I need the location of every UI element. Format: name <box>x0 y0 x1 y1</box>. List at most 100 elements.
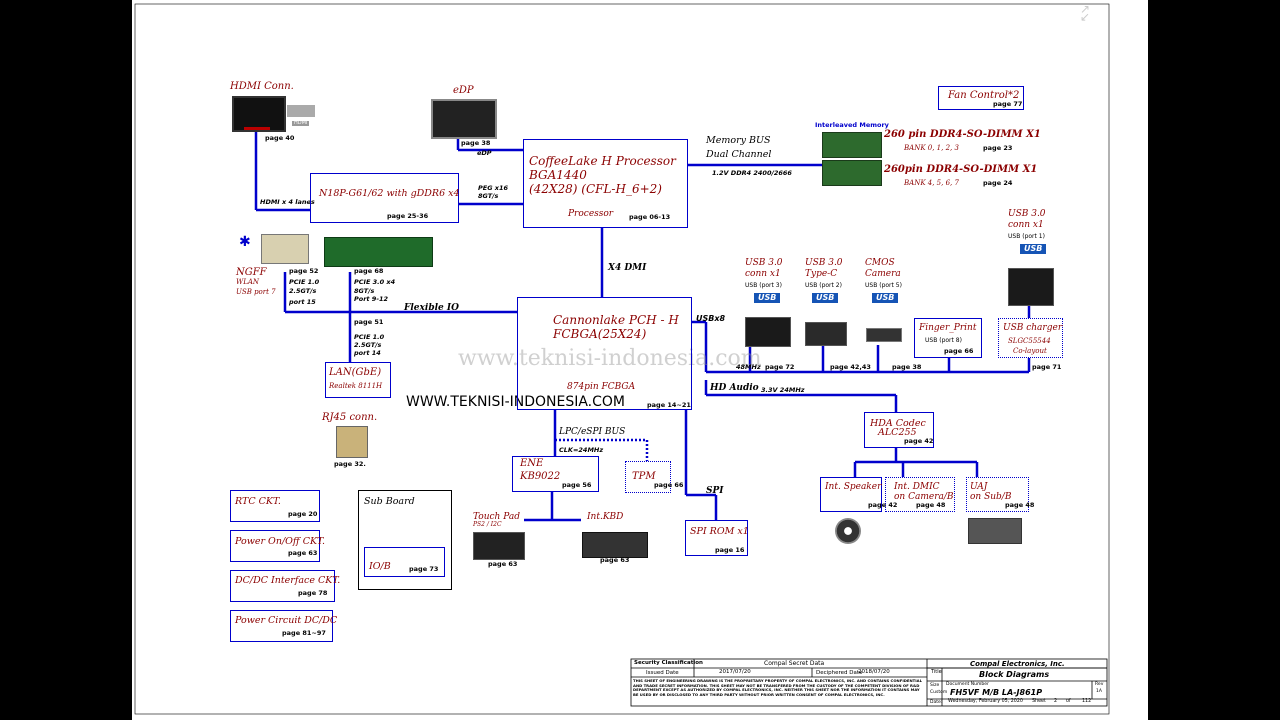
memory-bus-label: Memory BUS <box>706 135 771 146</box>
finger-port: USB (port 8) <box>925 337 962 344</box>
iob-page: page 73 <box>409 565 439 573</box>
cpu-line2: BGA1440 <box>529 168 587 182</box>
tb-issued: 2017/07/20 <box>719 669 751 675</box>
tb-title-label: Title <box>931 669 942 675</box>
tpm-title: TPM <box>632 471 656 482</box>
ene-box <box>512 456 599 492</box>
usb3a-t1: USB 3.0 <box>745 258 783 268</box>
usb3a-port-icon <box>745 317 791 347</box>
iob-box <box>364 547 445 577</box>
hd-audio-clk: 3.3V 24MHz <box>761 386 805 394</box>
cpu-box <box>523 139 688 228</box>
speaker-icon <box>835 518 861 544</box>
cpu-role: Processor <box>568 209 614 219</box>
fan-control-box <box>938 86 1024 110</box>
dimm1-bank: BANK 0, 1, 2, 3 <box>904 144 959 152</box>
sheet-border <box>134 3 1110 715</box>
ene-t1: ENE <box>520 458 544 469</box>
hda-box <box>864 412 934 448</box>
rtc-title: RTC CKT. <box>235 496 281 507</box>
usb3b-port-icon <box>1008 268 1054 306</box>
hdmi-title: HDMI Conn. <box>230 81 294 92</box>
hdmi-page: page 40 <box>265 134 295 142</box>
lan-pcie3: port 14 <box>354 349 381 357</box>
power-onoff-box <box>230 530 320 562</box>
memory-voltage-label: 1.2V DDR4 2400/2666 <box>712 169 792 177</box>
lan-title: LAN(GbE) <box>329 367 382 378</box>
tb-of: 112 <box>1082 699 1092 704</box>
tb-security: Security Classification <box>634 660 703 666</box>
touchpad-title: Touch Pad <box>473 512 520 522</box>
tb-of-label: of <box>1066 699 1071 704</box>
fan-title: Fan Control*2 <box>948 90 1020 101</box>
uaj-t1: UAJ <box>970 482 988 492</box>
edp-page: page 38 <box>461 139 491 147</box>
hda-page: page 42 <box>904 437 934 445</box>
hdmi-badge: HDMI <box>292 120 310 126</box>
pch-page: page 14~21 <box>647 401 691 409</box>
lan-pcie1: PCIE 1.0 <box>354 333 385 341</box>
cmos-t2: Camera <box>865 269 901 279</box>
rtc-page: page 20 <box>288 510 318 518</box>
usb-clk-label: 48MHz <box>736 363 761 371</box>
spi-label: SPI <box>706 486 724 496</box>
expand-icon[interactable]: ↗ <box>1080 2 1091 16</box>
collapse-icon[interactable]: ↙ <box>1080 10 1091 24</box>
usbchg-chip: SLGC55544 <box>1008 337 1051 345</box>
hdmi-port-icon <box>287 105 315 117</box>
ngff-sub1: WLAN <box>236 278 260 286</box>
interleaved-label: Interleaved Memory <box>815 121 889 129</box>
ngff-pcie1: PCIE 1.0 <box>289 278 320 286</box>
tb-docnum-label: Document Number <box>946 682 989 687</box>
power-onoff-page: page 63 <box>288 549 318 557</box>
dcdc-if-title: DC/DC Interface CKT. <box>235 575 341 586</box>
camera-icon <box>866 328 902 342</box>
tb-title: Block Diagrams <box>979 670 1050 679</box>
usb3a-t2: conn x1 <box>745 269 781 279</box>
kbd-title: Int.KBD <box>587 512 624 522</box>
rj45-title: RJ45 conn. <box>322 412 378 423</box>
lan-chip: Realtek 8111H <box>329 382 383 390</box>
pch-box <box>517 297 692 410</box>
tb-issued-label: Issued Date <box>646 670 679 676</box>
tb-notice: THIS SHEET OF ENGINEERING DRAWING IS THE… <box>633 679 923 697</box>
lpc-label: LPC/eSPI BUS <box>559 427 626 437</box>
dimm2-bank: BANK 4, 5, 6, 7 <box>904 179 959 187</box>
rtc-box <box>230 490 320 522</box>
finger-page: page 66 <box>944 347 974 355</box>
hdmi-bus-label: HDMI x 4 lanes <box>260 198 315 206</box>
tb-size-label: Size <box>930 683 940 688</box>
tb-deciphered: 2018/07/20 <box>858 669 890 675</box>
memory-channel-label: Dual Channel <box>706 149 772 160</box>
gpu-box <box>310 173 459 223</box>
dmic-box <box>885 477 955 512</box>
speaker-box <box>820 477 882 512</box>
ngff-page: page 52 <box>289 267 319 275</box>
tb-size: Custom <box>930 690 948 695</box>
dmic-page: page 48 <box>916 501 946 509</box>
dmic-t2: on Camera/B <box>894 492 954 502</box>
spi-page: page 16 <box>715 546 745 554</box>
gpu-page: page 25-36 <box>387 212 429 220</box>
hda-chip: ALC255 <box>878 427 917 438</box>
dimm2-page: page 24 <box>983 179 1013 187</box>
uaj-box <box>966 477 1029 512</box>
peg-label1: PEG x16 <box>478 184 509 192</box>
usbc-logo: USB <box>812 293 839 303</box>
iob-title: IO/B <box>369 561 391 572</box>
uaj-page: page 48 <box>1005 501 1035 509</box>
pch-line1: Cannonlake PCH - H <box>553 313 679 327</box>
cmos-logo: USB <box>872 293 899 303</box>
lpc-clk: CLK=24MHz <box>559 446 604 454</box>
tb-company: Compal Electronics, Inc. <box>970 660 1065 668</box>
dimm1-icon <box>822 132 882 158</box>
watermark-faint: www.teknisi-indonesia.com <box>458 346 762 371</box>
power-circuit-box <box>230 610 333 642</box>
tb-rev: 1A <box>1096 689 1102 694</box>
usb-charger-box <box>998 318 1063 358</box>
finger-title: Finger_Print <box>919 323 977 333</box>
usb3a-page: page 72 <box>765 363 795 371</box>
schematic-sheet: ↗ ↙ www.teknisi-indonesia.com WWW.TEKNIS… <box>132 0 1148 720</box>
tb-notice-wrap: THIS SHEET OF ENGINEERING DRAWING IS THE… <box>633 679 925 705</box>
wlan-card-icon <box>261 234 309 264</box>
